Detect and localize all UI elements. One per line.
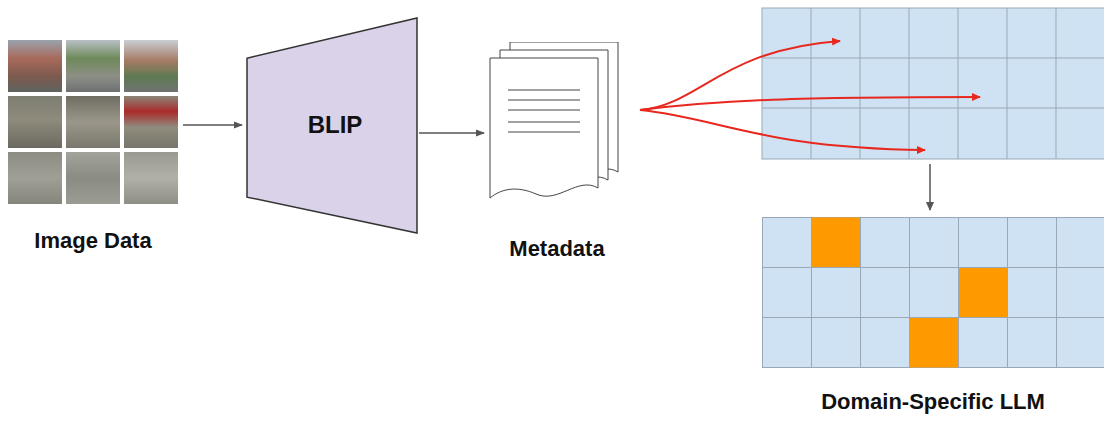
photo-tile [8, 152, 62, 204]
photo-tile [124, 40, 178, 92]
flow-arrow [419, 132, 484, 134]
photo-tile [66, 152, 120, 204]
document-stack [488, 42, 626, 214]
image-data-node: Image Data [4, 38, 182, 256]
llm-grid-node: Domain-Specific LLM [762, 217, 1104, 417]
photo-tile [8, 96, 62, 148]
caption-label: Metadata [509, 236, 604, 262]
caption-label: Image Data [34, 228, 151, 254]
lower-token-grid [762, 217, 1104, 369]
red-mapping-arrows [640, 41, 980, 150]
photo-tile [124, 152, 178, 204]
module-label: BLIP [308, 111, 363, 140]
upper-token-grid [762, 8, 1104, 159]
photo-tile [66, 96, 120, 148]
metadata-document: Metadata [488, 42, 626, 264]
down-arrow [929, 164, 931, 210]
photo-tile [124, 96, 178, 148]
flow-arrow [183, 124, 242, 126]
photo-tile [66, 40, 120, 92]
blip-encoder: BLIP [246, 17, 418, 234]
photo-tile [8, 40, 62, 92]
caption-label: Domain-Specific LLM [821, 389, 1045, 415]
